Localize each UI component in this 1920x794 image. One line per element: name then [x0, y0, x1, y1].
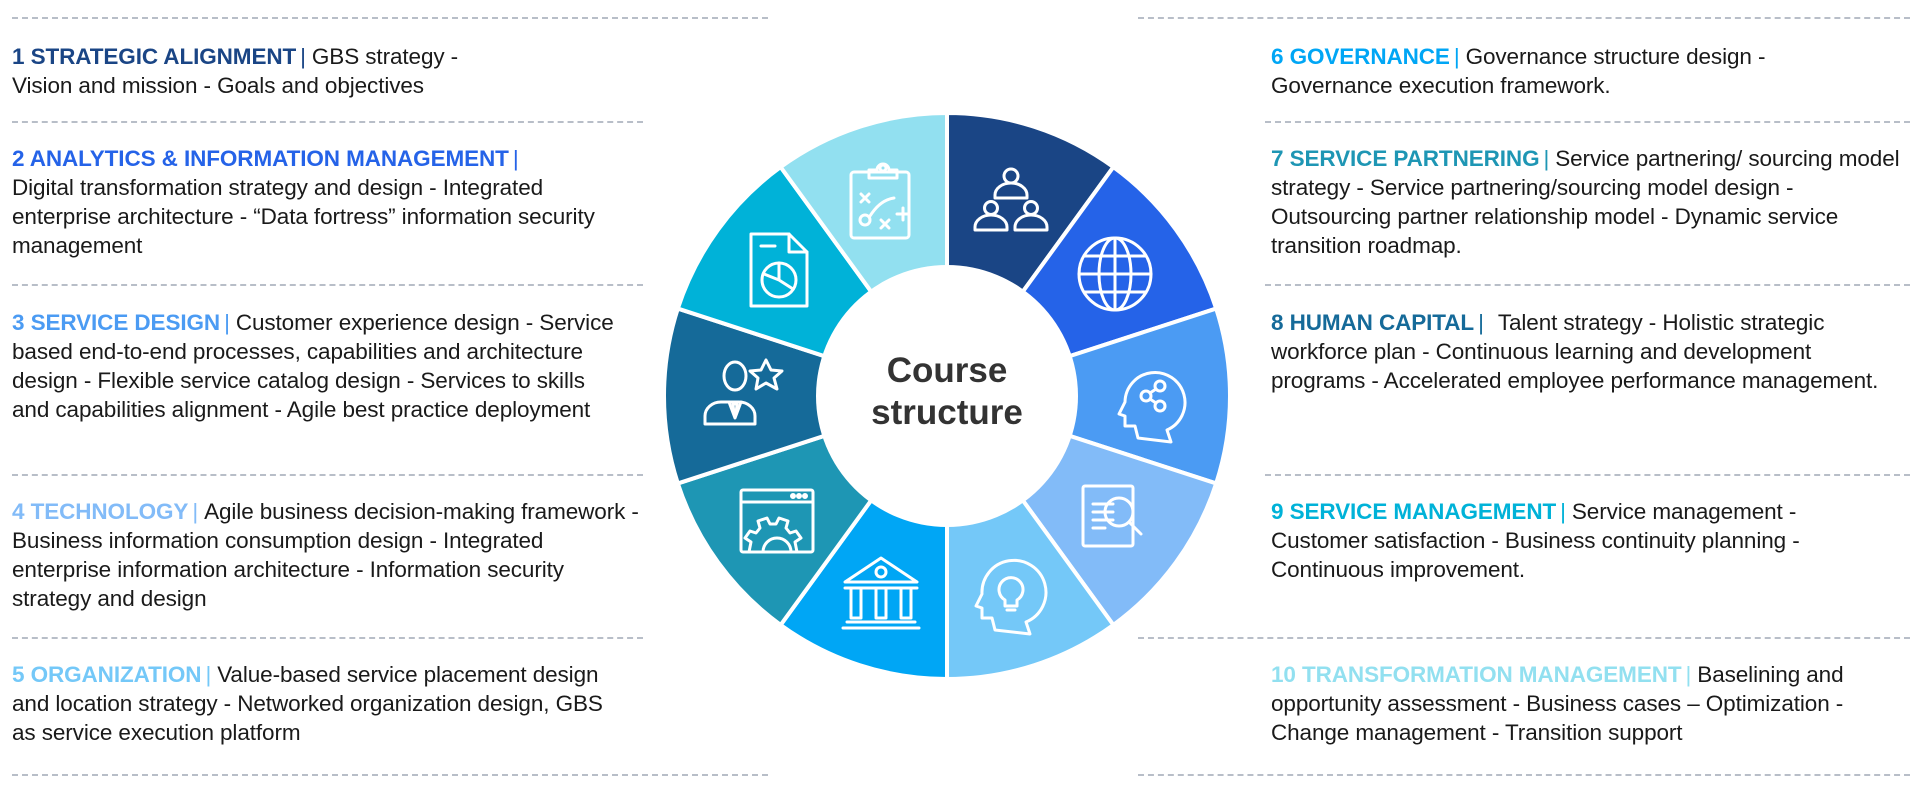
module-title: 9 SERVICE MANAGEMENT [1271, 499, 1557, 524]
title-separator: | [1685, 662, 1692, 687]
divider-right-2 [1265, 284, 1910, 286]
module-item-organization: 5 ORGANIZATION|Value-based service place… [12, 660, 632, 747]
module-description: Service management - Customer satisfacti… [1271, 499, 1800, 582]
module-item-transformation-management: 10 TRANSFORMATION MANAGEMENT|Baselining … [1271, 660, 1911, 747]
module-description: Value-based service placement design and… [12, 662, 603, 745]
module-description: Talent strategy - Holistic strategic wor… [1271, 310, 1879, 393]
module-title: 5 ORGANIZATION [12, 662, 202, 687]
people-hierarchy-icon [973, 167, 1049, 232]
title-separator: | [205, 662, 212, 687]
module-description: Digital transformation strategy and desi… [12, 175, 595, 258]
module-item-human-capital: 8 HUMAN CAPITAL|Talent strategy - Holist… [1271, 308, 1901, 395]
module-description-line-1: GBS strategy - [311, 44, 459, 69]
divider-left-top [12, 17, 768, 19]
title-separator: | [224, 310, 230, 335]
course-structure-wheel [657, 106, 1237, 686]
module-title: 3 SERVICE DESIGN [12, 310, 221, 335]
title-separator: | [512, 146, 519, 171]
divider-right-4 [1138, 637, 1910, 639]
module-description: Baselining and opportunity assessment - … [1271, 662, 1844, 745]
module-description: Customer experience design - Service bas… [12, 310, 614, 422]
module-title: 10 TRANSFORMATION MANAGEMENT [1271, 662, 1682, 687]
module-item-analytics-information-management: 2 ANALYTICS & INFORMATION MANAGEMENT| Di… [12, 144, 632, 260]
module-title: 8 HUMAN CAPITAL [1271, 310, 1475, 335]
title-separator: | [1453, 44, 1460, 69]
document-search-icon [1081, 484, 1143, 548]
center-title-line-1: Course [886, 351, 1008, 390]
module-item-service-design: 3 SERVICE DESIGN|Customer experience des… [12, 308, 628, 424]
wheel-center-circle [816, 265, 1078, 527]
divider-right-1 [1265, 121, 1910, 123]
module-description-line-2: Vision and mission - Goals and objective… [12, 73, 424, 98]
head-network-icon [1117, 371, 1187, 444]
head-lightbulb-icon [974, 558, 1048, 636]
module-description: Governance structure design - Governance… [1271, 44, 1766, 98]
module-title: 2 ANALYTICS & INFORMATION MANAGEMENT [12, 146, 509, 171]
globe-icon [1077, 236, 1153, 312]
module-item-governance: 6 GOVERNANCE|Governance structure design… [1271, 42, 1871, 100]
clipboard-strategy-icon [849, 162, 911, 240]
title-separator: | [1478, 310, 1484, 335]
module-item-service-management: 9 SERVICE MANAGEMENT|Service management … [1271, 497, 1891, 584]
center-title-line-2: structure [871, 393, 1023, 432]
divider-left-3 [12, 474, 643, 476]
bank-building-icon [841, 556, 921, 630]
module-title: 4 TECHNOLOGY [12, 499, 189, 524]
title-separator: | [1543, 146, 1550, 171]
divider-right-3 [1265, 474, 1910, 476]
divider-left-1 [12, 121, 643, 123]
module-title: 7 SERVICE PARTNERING [1271, 146, 1540, 171]
module-title: 1 STRATEGIC ALIGNMENT [12, 44, 297, 69]
divider-left-2 [12, 284, 643, 286]
title-separator: | [300, 44, 306, 69]
businessman-star-icon [703, 358, 784, 426]
module-title: 6 GOVERNANCE [1271, 44, 1450, 69]
divider-right-top [1138, 17, 1910, 19]
module-item-strategic-alignment: 1 STRATEGIC ALIGNMENT|GBS strategy - Vis… [12, 42, 632, 100]
report-pie-chart-icon [749, 232, 809, 308]
divider-left-4 [12, 637, 643, 639]
title-separator: | [192, 499, 199, 524]
wheel-segment-8 [662, 306, 954, 486]
divider-left-bottom [12, 774, 768, 776]
module-description: Agile business decision-making framework… [12, 499, 639, 611]
wheel-center-title: Course structure [847, 350, 1047, 434]
module-item-service-partnering: 7 SERVICE PARTNERING|Service partnering/… [1271, 144, 1901, 260]
module-item-technology: 4 TECHNOLOGY|Agile business decision-mak… [12, 497, 648, 613]
module-description: Service partnering/ sourcing model strat… [1271, 146, 1900, 258]
browser-gear-icon [739, 488, 815, 554]
title-separator: | [1560, 499, 1566, 524]
divider-right-bottom [1138, 774, 1910, 776]
